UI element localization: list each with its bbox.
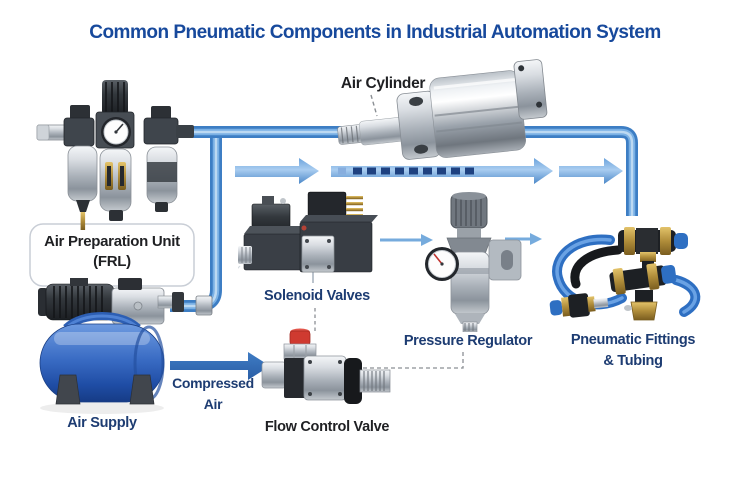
frl-gauge xyxy=(101,117,131,147)
fittings-tubing-illustration xyxy=(549,227,701,321)
title-highlight: Common Pneumatic Components xyxy=(89,22,381,43)
fittings-label-line2: & Tubing xyxy=(603,353,663,369)
page-title: Common Pneumatic Components in Industria… xyxy=(89,22,661,44)
pump-outlet-fitting xyxy=(195,295,213,316)
solenoid-right-valve xyxy=(299,191,378,273)
frl-unit-illustration xyxy=(36,80,194,230)
compressed-air-label: Compressed Air xyxy=(172,373,254,415)
cylinder-front-collar xyxy=(396,90,441,160)
tank-handle xyxy=(63,312,141,332)
frl-label-line1: Air Preparation Unit xyxy=(44,233,180,250)
flow-arrow-dashes xyxy=(338,167,474,175)
tee-fitting xyxy=(618,227,688,271)
fittings-label-line1: Pneumatic Fittings xyxy=(570,332,696,348)
union-fitting xyxy=(609,263,677,295)
compressor-pump xyxy=(111,278,184,325)
frl-label: Air Preparation Unit (FRL) xyxy=(44,232,180,272)
regulator-knob xyxy=(446,192,492,255)
air-supply-label: Air Supply xyxy=(67,415,137,431)
valve-body xyxy=(261,355,391,404)
flow-control-valve-label: Flow Control Valve xyxy=(264,419,390,435)
compressed-air-line2: Air xyxy=(203,396,223,412)
tank-feet xyxy=(55,374,155,405)
cylinder-barrel xyxy=(429,70,526,158)
compressed-air-line1: Compressed xyxy=(172,375,254,391)
flow-arrow-3 xyxy=(559,158,623,184)
air-supply-illustration xyxy=(38,278,184,414)
pressure-regulator-label: Pressure Regulator xyxy=(403,333,533,349)
regulator-gauge xyxy=(425,247,459,281)
small-straight-fitting xyxy=(549,293,609,318)
air-cylinder-leader xyxy=(370,94,378,117)
connector-arrows xyxy=(380,233,542,246)
regulator-body xyxy=(450,251,490,332)
fittings-label: Pneumatic Fittings & Tubing xyxy=(570,330,696,372)
pressure-regulator-leader xyxy=(356,352,464,369)
flow-arrow-row xyxy=(235,158,623,184)
title-rest: in Industrial Automation System xyxy=(380,22,662,43)
frl-drains xyxy=(76,200,168,230)
regulator-bracket xyxy=(488,239,522,281)
compressed-air-arrow xyxy=(170,352,270,380)
elbow-fitting xyxy=(624,290,658,321)
flow-arrow-1 xyxy=(235,158,319,184)
solenoid-valves-illustration xyxy=(238,191,378,273)
flow-control-valve-illustration xyxy=(261,328,391,404)
frl-inlet xyxy=(36,124,68,141)
frl-filter-bowls xyxy=(67,145,178,212)
cylinder-rear-cap xyxy=(513,59,548,120)
frl-label-line2: (FRL) xyxy=(93,253,131,270)
air-cylinder-illustration xyxy=(337,59,548,160)
cylinder-rod xyxy=(337,116,407,146)
compressor-shadow xyxy=(40,402,164,414)
air-cylinder-label: Air Cylinder xyxy=(340,75,426,92)
pipe-main xyxy=(190,126,638,216)
pressure-regulator-illustration xyxy=(425,192,522,332)
solenoid-valves-label: Solenoid Valves xyxy=(264,288,370,304)
